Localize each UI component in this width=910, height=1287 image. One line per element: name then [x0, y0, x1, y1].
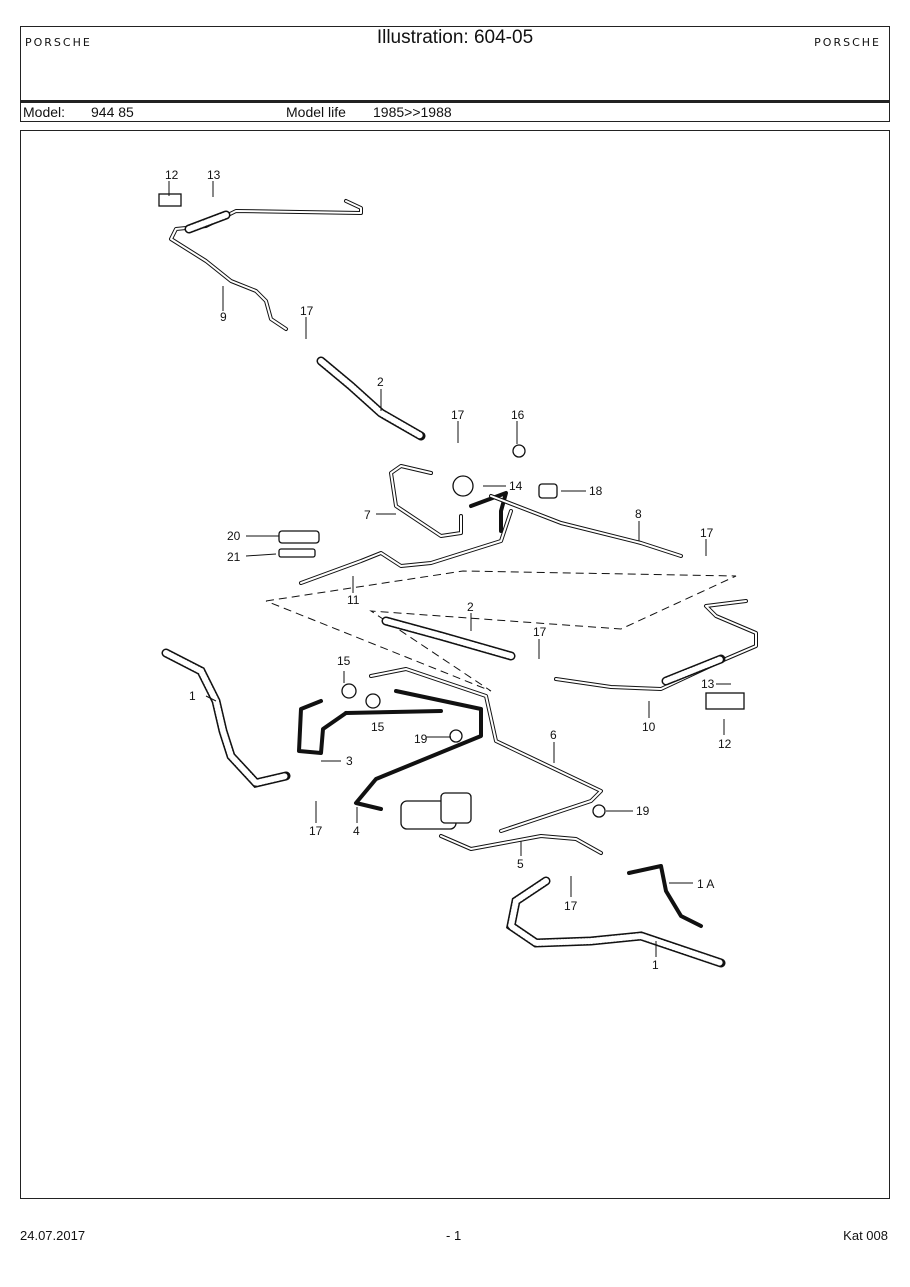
- callout-label: 4: [353, 824, 360, 838]
- bracket-12-lower: [705, 692, 745, 710]
- porsche-logo-right: PORSCHE: [814, 36, 881, 49]
- callout-label: 6: [550, 728, 557, 742]
- nut-19-lower: [592, 804, 606, 818]
- callout-label: 11: [347, 593, 360, 607]
- callout-label: 2: [467, 600, 474, 614]
- callout-label: 1: [189, 689, 196, 703]
- distributor-14: [452, 475, 474, 497]
- page-title: Illustration: 604-05: [376, 27, 534, 48]
- brake-line-1a: [627, 864, 703, 928]
- brake-hose-1-left: [161, 648, 291, 788]
- callout-label: 2: [377, 375, 384, 389]
- callout-label: 14: [509, 479, 523, 493]
- brake-line-diagram: 12 13 9 17 2 17 16 14 18 7 8 17 20 21 11…: [158, 168, 758, 972]
- callout-label: 15: [371, 720, 385, 734]
- callout-label: 1: [652, 958, 659, 972]
- illustration-frame: 12 13 9 17 2 17 16 14 18 7 8 17 20 21 11…: [20, 130, 890, 1199]
- callout-label: 3: [346, 754, 353, 768]
- callout-label: 12: [165, 168, 179, 182]
- brake-line-3: [297, 699, 348, 755]
- callout-label: 13: [207, 168, 221, 182]
- leader-lines: [168, 181, 731, 957]
- model-value: 944 85: [91, 104, 134, 120]
- callout-label: 17: [564, 899, 578, 913]
- porsche-logo-left: PORSCHE: [25, 36, 92, 49]
- nut-15-a: [341, 683, 357, 699]
- callout-label: 17: [533, 625, 547, 639]
- nut-15-b: [365, 693, 381, 709]
- callout-label: 7: [364, 508, 371, 522]
- callout-label: 5: [517, 857, 524, 871]
- footer-catalog: Kat 008: [843, 1228, 888, 1243]
- callout-label: 10: [642, 720, 656, 734]
- callout-label: 8: [635, 507, 642, 521]
- callout-label: 17: [300, 304, 314, 318]
- callout-label: 19: [414, 732, 428, 746]
- header-box: PORSCHE Illustration: 604-05 PORSCHE: [20, 26, 890, 101]
- callout-label: 18: [589, 484, 603, 498]
- callout-label: 19: [636, 804, 650, 818]
- footer-date: 24.07.2017: [20, 1228, 86, 1243]
- callout-label: 21: [227, 550, 241, 564]
- callout-label: 13: [701, 677, 715, 691]
- model-label: Model:: [23, 104, 66, 120]
- brake-line-9: [169, 199, 363, 331]
- callout-label: 17: [700, 526, 714, 540]
- union-18: [538, 483, 558, 499]
- model-life-value: 1985>>1988: [373, 104, 452, 120]
- callout-label: 1 A: [697, 877, 714, 891]
- footer-page-number: - 1: [446, 1228, 462, 1243]
- callout-label: 17: [451, 408, 465, 422]
- callout-label: 9: [220, 310, 227, 324]
- callout-label: 16: [511, 408, 525, 422]
- reference-frame-dashed: [265, 570, 737, 692]
- bracket-12-upper: [158, 193, 182, 207]
- model-bar: Model: 944 85 Model life 1985>>1988: [20, 100, 890, 122]
- callout-label: 17: [309, 824, 323, 838]
- brake-line-10: [554, 599, 758, 691]
- nut-19-upper: [449, 729, 463, 743]
- clip-21: [278, 548, 316, 558]
- callout-label: 15: [337, 654, 351, 668]
- model-life-label: Model life: [286, 104, 346, 120]
- nut-16: [512, 444, 526, 458]
- callout-labels: 12 13 9 17 2 17 16 14 18 7 8 17 20 21 11…: [165, 168, 732, 972]
- callout-label: 12: [718, 737, 732, 751]
- clip-20: [278, 530, 320, 544]
- callout-label: 20: [227, 529, 241, 543]
